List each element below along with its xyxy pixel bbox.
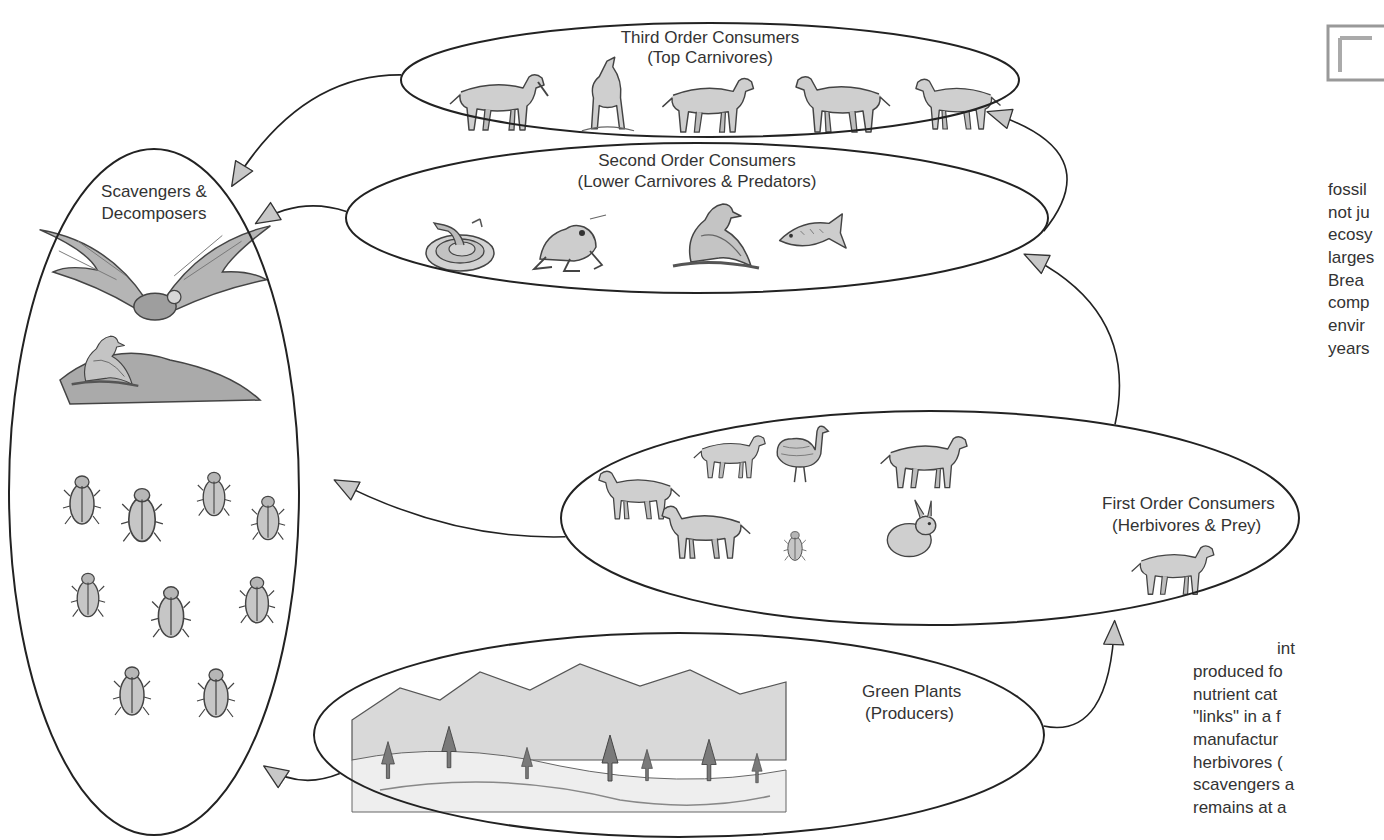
node-subheading: (Herbivores & Prey): [1112, 516, 1282, 536]
body-text-fragment: ecosy: [1328, 225, 1372, 245]
flow-arrow: [335, 480, 566, 537]
node-heading: First Order Consumers: [1102, 494, 1282, 514]
body-text-fragment: not ju: [1328, 203, 1370, 223]
node-subheading: (Lower Carnivores & Predators): [345, 172, 1049, 192]
flow-arrow: [1025, 255, 1119, 425]
flow-arrow: [265, 767, 340, 781]
flow-arrow: [256, 206, 346, 223]
ellipse-outline: [8, 148, 300, 836]
ellipse-node: First Order Consumers(Herbivores & Prey): [560, 410, 1300, 626]
ellipse-node: Green Plants(Producers): [313, 632, 1045, 838]
ellipse-node: Third Order Consumers(Top Carnivores): [400, 22, 1020, 138]
body-text-fragment: "links" in a f: [1193, 707, 1281, 727]
node-subheading: (Producers): [865, 704, 975, 724]
body-text-fragment: years: [1328, 339, 1370, 359]
body-text-fragment: fossil: [1328, 180, 1367, 200]
body-text-fragment: Brea: [1328, 271, 1364, 291]
node-subheading: Decomposers: [8, 204, 300, 224]
node-heading: Second Order Consumers: [345, 151, 1049, 171]
node-heading: Third Order Consumers: [400, 28, 1020, 48]
body-text-fragment: int: [1277, 639, 1295, 659]
body-text-fragment: comp: [1328, 293, 1370, 313]
node-heading: Green Plants: [862, 682, 972, 702]
body-text-fragment: larges: [1328, 248, 1374, 268]
body-text-fragment: envir: [1328, 316, 1365, 336]
flow-arrow: [232, 75, 401, 186]
body-text-fragment: produced fo: [1193, 662, 1283, 682]
node-subheading: (Top Carnivores): [400, 48, 1020, 68]
flow-arrow: [1044, 622, 1115, 728]
ellipse-node: Scavengers &Decomposers: [8, 148, 300, 836]
ellipse-node: Second Order Consumers(Lower Carnivores …: [345, 142, 1049, 294]
flow-arrow: [988, 112, 1067, 231]
body-text-fragment: remains at a: [1193, 798, 1287, 818]
body-text-fragment: nutrient cat: [1193, 685, 1277, 705]
body-text-fragment: scavengers a: [1193, 775, 1294, 795]
ellipse-outline: [313, 632, 1045, 838]
body-text-fragment: herbivores (: [1193, 753, 1283, 773]
body-text-fragment: manufactur: [1193, 730, 1278, 750]
node-heading: Scavengers &: [8, 182, 300, 202]
